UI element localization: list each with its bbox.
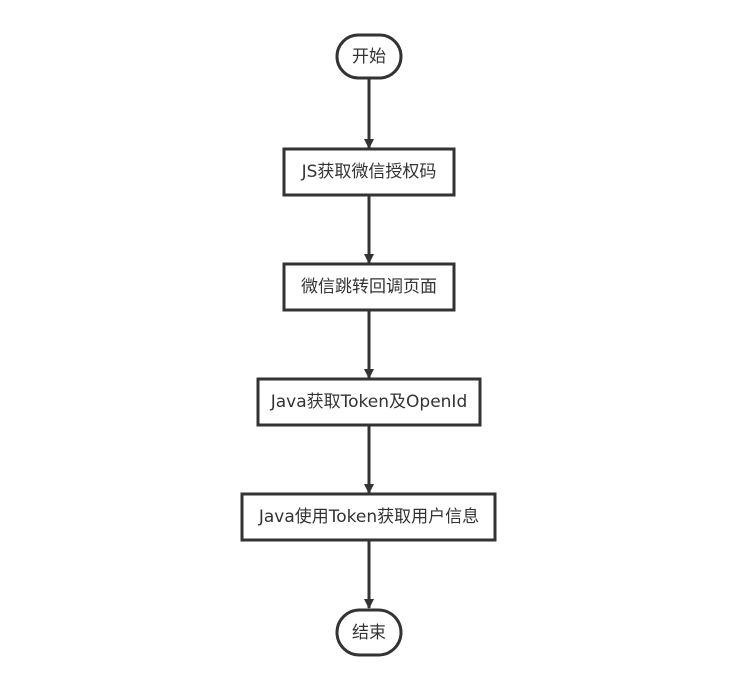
node-end[interactable]: 结束	[335, 608, 403, 657]
node-label-step2: 微信跳转回调页面	[301, 277, 437, 297]
process-shape	[282, 262, 456, 312]
terminal-shape	[335, 33, 403, 80]
node-step3[interactable]: Java获取Token及OpenId	[256, 377, 482, 427]
node-step1[interactable]: JS获取微信授权码	[282, 147, 456, 197]
process-shape	[256, 377, 482, 427]
node-label-end: 结束	[352, 623, 386, 643]
node-label-step3: Java获取Token及OpenId	[270, 392, 468, 412]
node-label-step1: JS获取微信授权码	[301, 162, 437, 182]
node-step2[interactable]: 微信跳转回调页面	[282, 262, 456, 312]
node-start[interactable]: 开始	[335, 33, 403, 80]
terminal-shape	[335, 608, 403, 657]
process-shape	[240, 492, 497, 542]
node-step4[interactable]: Java使用Token获取用户信息	[240, 492, 497, 542]
process-shape	[282, 147, 456, 197]
node-label-step4: Java使用Token获取用户信息	[258, 506, 479, 527]
node-label-start: 开始	[352, 47, 386, 67]
